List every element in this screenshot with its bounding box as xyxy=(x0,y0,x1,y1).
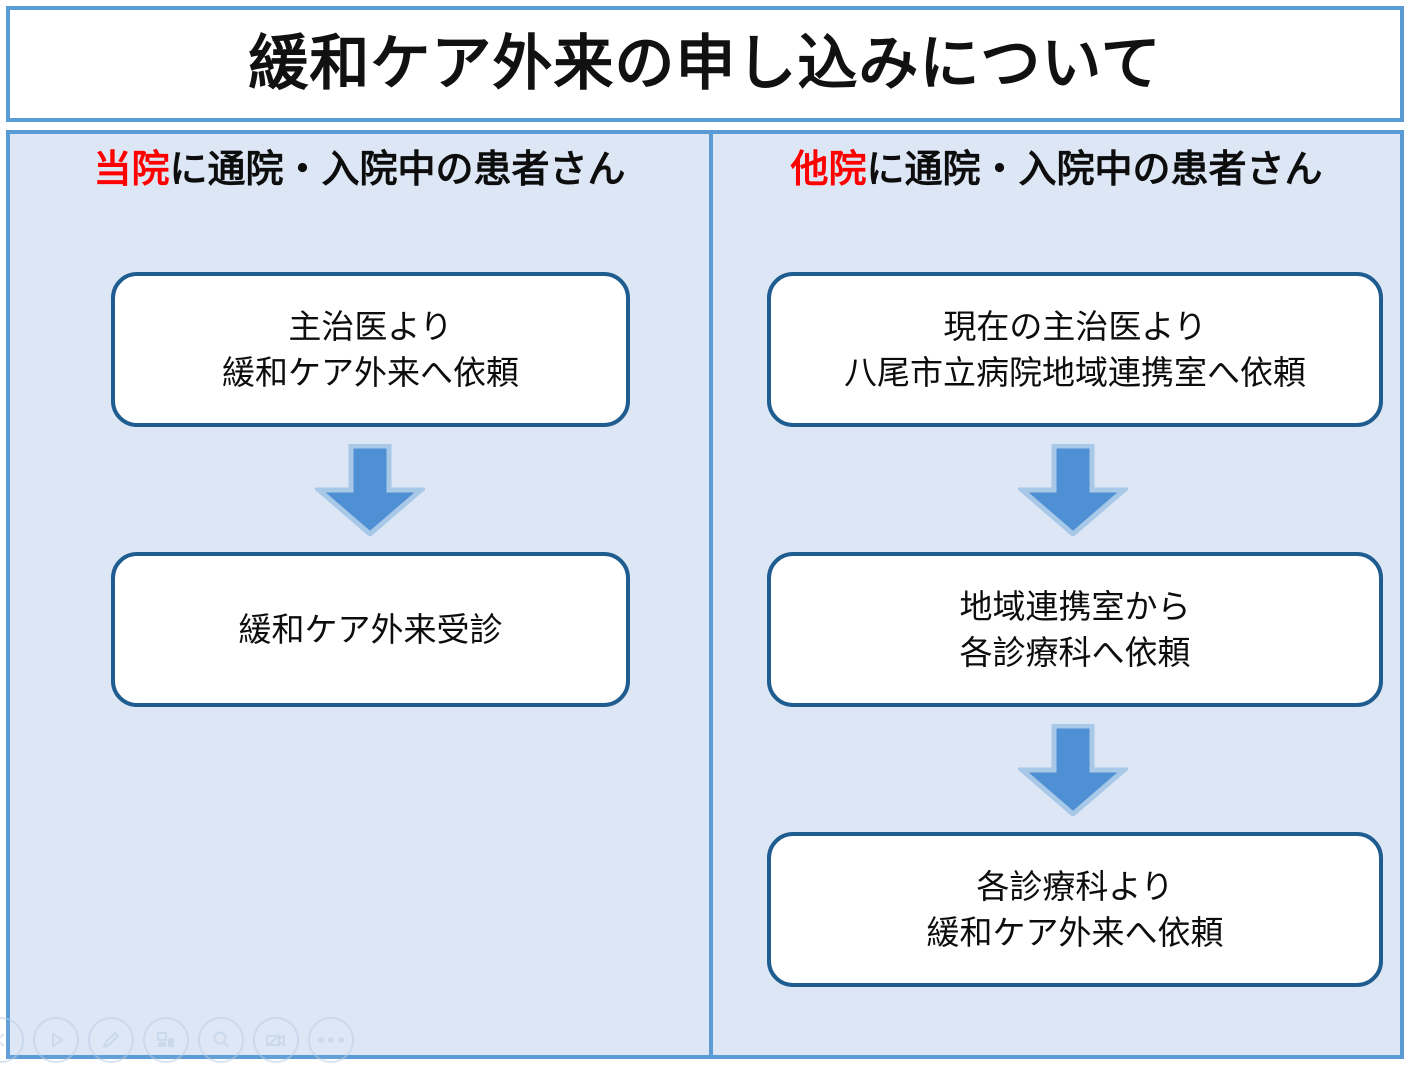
process-box-right-2-line-2: 各診療科へ依頼 xyxy=(959,633,1191,671)
process-box-right-2[interactable]: 地域連携室から 各診療科へ依頼 xyxy=(767,552,1383,707)
camera-off-icon xyxy=(264,1029,288,1051)
magnifier-icon xyxy=(210,1029,232,1051)
camera-off-button[interactable] xyxy=(253,1017,299,1063)
panels-icon xyxy=(155,1029,177,1051)
slide-body-panel: 当院に通院・入院中の患者さん 主治医より 緩和ケア外来へ依頼 緩和ケア外来受診 … xyxy=(6,130,1404,1059)
down-arrow-right-2 xyxy=(1018,724,1128,816)
pen-icon xyxy=(100,1029,122,1051)
process-box-left-2[interactable]: 緩和ケア外来受診 xyxy=(111,552,630,707)
previous-icon xyxy=(0,1030,11,1050)
process-box-right-3-line-1: 各診療科より xyxy=(976,867,1174,905)
process-box-left-1[interactable]: 主治医より 緩和ケア外来へ依頼 xyxy=(111,272,630,427)
magnifier-button[interactable] xyxy=(198,1017,244,1063)
column-header-other-hospital: 他院に通院・入院中の患者さん xyxy=(713,149,1400,192)
column-divider xyxy=(709,134,713,1055)
process-box-right-2-line-1: 地域連携室から xyxy=(959,587,1191,625)
column-other-hospital: 他院に通院・入院中の患者さん 現在の主治医より 八尾市立病院地域連携室へ依頼 地… xyxy=(713,134,1400,1055)
slide-title-box: 緩和ケア外来の申し込みについて xyxy=(6,6,1404,122)
column-header-rest: に通院・入院中の患者さん xyxy=(866,149,1323,191)
down-arrow-right-1 xyxy=(1018,444,1128,536)
presentation-player-toolbar[interactable] xyxy=(0,1017,354,1063)
process-box-right-1-line-2: 八尾市立病院地域連携室へ依頼 xyxy=(844,353,1306,391)
previous-button[interactable] xyxy=(0,1017,24,1063)
column-header-rest: に通院・入院中の患者さん xyxy=(169,149,626,191)
panels-button[interactable] xyxy=(143,1017,189,1063)
process-box-left-2-line-1: 緩和ケア外来受診 xyxy=(238,610,503,648)
more-button[interactable] xyxy=(308,1017,354,1063)
down-arrow-left-1 xyxy=(315,444,425,536)
process-box-left-1-line-2: 緩和ケア外来へ依頼 xyxy=(222,353,519,391)
column-header-highlight: 当院 xyxy=(93,149,170,191)
column-current-hospital: 当院に通院・入院中の患者さん 主治医より 緩和ケア外来へ依頼 緩和ケア外来受診 xyxy=(10,134,709,1055)
process-box-right-3-line-2: 緩和ケア外来へ依頼 xyxy=(926,913,1224,951)
pen-button[interactable] xyxy=(88,1017,134,1063)
process-box-right-1[interactable]: 現在の主治医より 八尾市立病院地域連携室へ依頼 xyxy=(767,272,1383,427)
more-icon xyxy=(318,1037,344,1043)
play-icon xyxy=(46,1030,66,1050)
process-box-right-3[interactable]: 各診療科より 緩和ケア外来へ依頼 xyxy=(767,832,1383,987)
column-header-current-hospital: 当院に通院・入院中の患者さん xyxy=(10,149,709,192)
process-box-right-1-line-1: 現在の主治医より xyxy=(943,307,1207,345)
process-box-left-1-line-1: 主治医より xyxy=(288,307,453,345)
play-button[interactable] xyxy=(33,1017,79,1063)
column-header-highlight: 他院 xyxy=(790,149,867,191)
page-title: 緩和ケア外来の申し込みについて xyxy=(248,30,1162,97)
